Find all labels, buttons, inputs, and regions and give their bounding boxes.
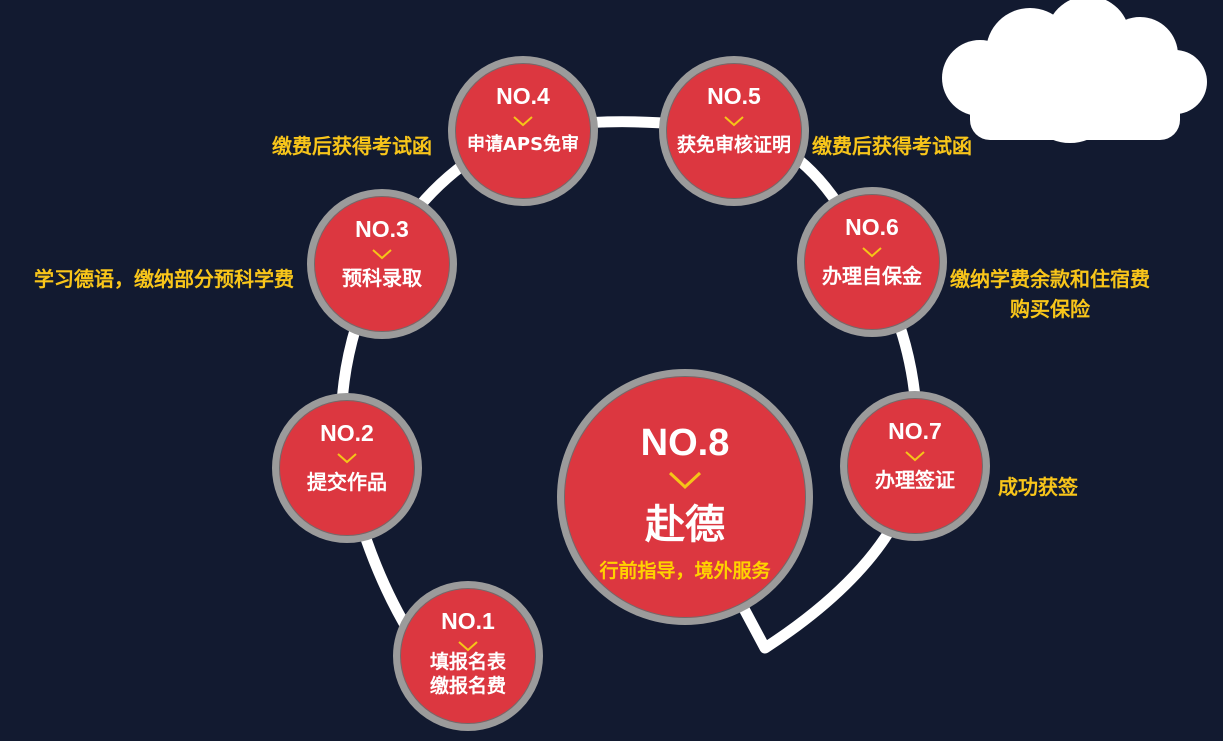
chevron-down-icon	[372, 249, 392, 260]
step-node-3: NO.3 预科录取	[307, 189, 457, 339]
chevron-down-icon	[458, 641, 478, 652]
step-number: NO.4	[496, 83, 550, 109]
chevron-down-icon	[513, 116, 533, 127]
step-caption-3: 学习德语，缴纳部分预科学费	[34, 267, 294, 291]
chevron-down-icon	[337, 453, 357, 464]
chevron-down-icon	[862, 247, 882, 258]
step-label: 申请APS免审	[466, 134, 580, 155]
chevron-down-icon	[724, 116, 744, 127]
step-caption-7: 成功获签	[998, 475, 1078, 499]
step-node-7: NO.7 办理签证	[840, 391, 990, 541]
step-label: 提交作品	[307, 470, 387, 494]
cloud-icon	[942, 0, 1207, 143]
step-caption-4: 缴费后获得考试函	[272, 134, 432, 158]
step-label: 办理签证	[875, 468, 955, 492]
step-caption: 行前指导，境外服务	[599, 560, 771, 582]
step-node-1: NO.1 填报名表 缴报名费	[393, 581, 543, 731]
step-number: NO.6	[845, 214, 899, 240]
step-number: NO.8	[640, 422, 730, 464]
step-label: 填报名表 缴报名费	[429, 651, 506, 698]
chevron-down-icon	[668, 471, 702, 490]
step-label: 获免审核证明	[676, 134, 791, 156]
step-node-8: NO.8 赴德 行前指导，境外服务	[557, 369, 813, 625]
step-number: NO.7	[888, 418, 942, 444]
step-number: NO.5	[707, 83, 761, 109]
step-label: 赴德	[645, 502, 725, 548]
step-node-5: NO.5 获免审核证明	[659, 56, 809, 206]
step-caption-6: 缴纳学费余款和住宿费 购买保险	[950, 267, 1150, 321]
chevron-down-icon	[905, 451, 925, 462]
step-node-6: NO.6 办理自保金	[797, 187, 947, 337]
step-caption-5: 缴费后获得考试函	[812, 134, 972, 158]
step-number: NO.3	[355, 216, 409, 242]
step-number: NO.2	[320, 420, 374, 446]
step-node-2: NO.2 提交作品	[272, 393, 422, 543]
step-label: 预科录取	[342, 266, 422, 290]
step-node-4: NO.4 申请APS免审	[448, 56, 598, 206]
step-label: 办理自保金	[822, 264, 922, 288]
step-number: NO.1	[441, 608, 495, 634]
